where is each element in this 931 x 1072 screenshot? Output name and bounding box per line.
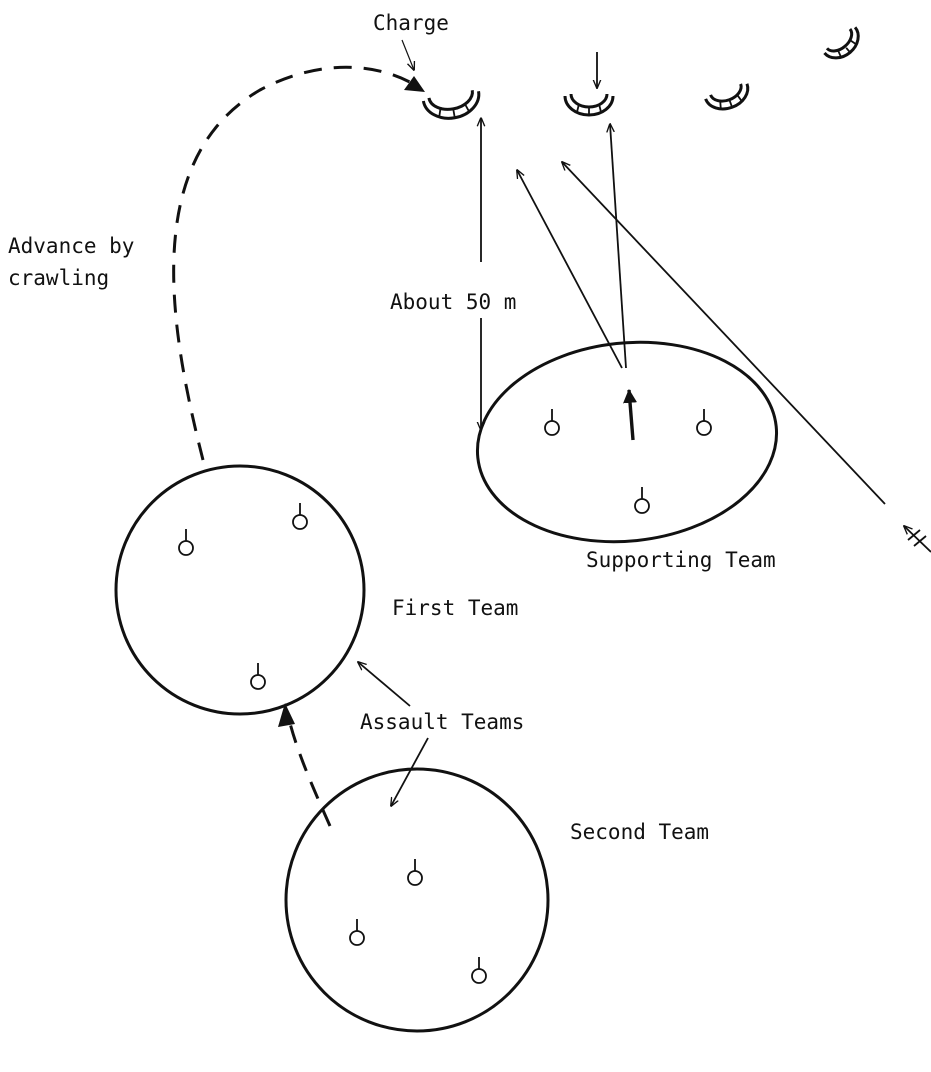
assault-pointer-second [391, 737, 429, 806]
bunker-icon [563, 93, 615, 117]
soldier-icon [696, 409, 712, 436]
soldier-icon [349, 919, 365, 946]
soldier-icon [407, 859, 423, 886]
distance-label: About 50 m [390, 290, 516, 314]
assault-pointer-first [358, 662, 411, 707]
second-team-area [284, 767, 550, 1033]
assault-teams-label: Assault Teams [360, 710, 524, 734]
soldier-icon [178, 529, 194, 556]
second-team-advance-path [286, 714, 332, 827]
fire-line [517, 170, 623, 369]
fire-line [610, 124, 627, 369]
supporting-team-label: Supporting Team [586, 548, 776, 572]
bunker-icon [704, 83, 750, 111]
supporting-team-area [475, 340, 779, 544]
enemy-fire-icon [904, 526, 931, 553]
bunker-icon [823, 26, 860, 60]
charge-label: Charge [373, 11, 449, 35]
soldier-icon [250, 663, 266, 690]
support-advance-arrow [623, 388, 638, 441]
second-team-arrowhead [278, 703, 295, 727]
flank-fire-line [562, 162, 886, 505]
second-team-label: Second Team [570, 820, 709, 844]
advance-label-line2: crawling [8, 266, 109, 290]
advance-label-line1: Advance by [8, 234, 134, 258]
first-team-area [114, 464, 366, 716]
soldier-icon [544, 409, 560, 436]
soldier-icon [634, 487, 650, 514]
crawl-path [172, 65, 421, 461]
soldier-icon [292, 503, 308, 530]
charge-pointer [401, 39, 414, 70]
bunker-icon [421, 90, 481, 120]
crawl-arrowhead [404, 76, 425, 92]
first-team-label: First Team [392, 596, 518, 620]
soldier-icon [471, 957, 487, 984]
